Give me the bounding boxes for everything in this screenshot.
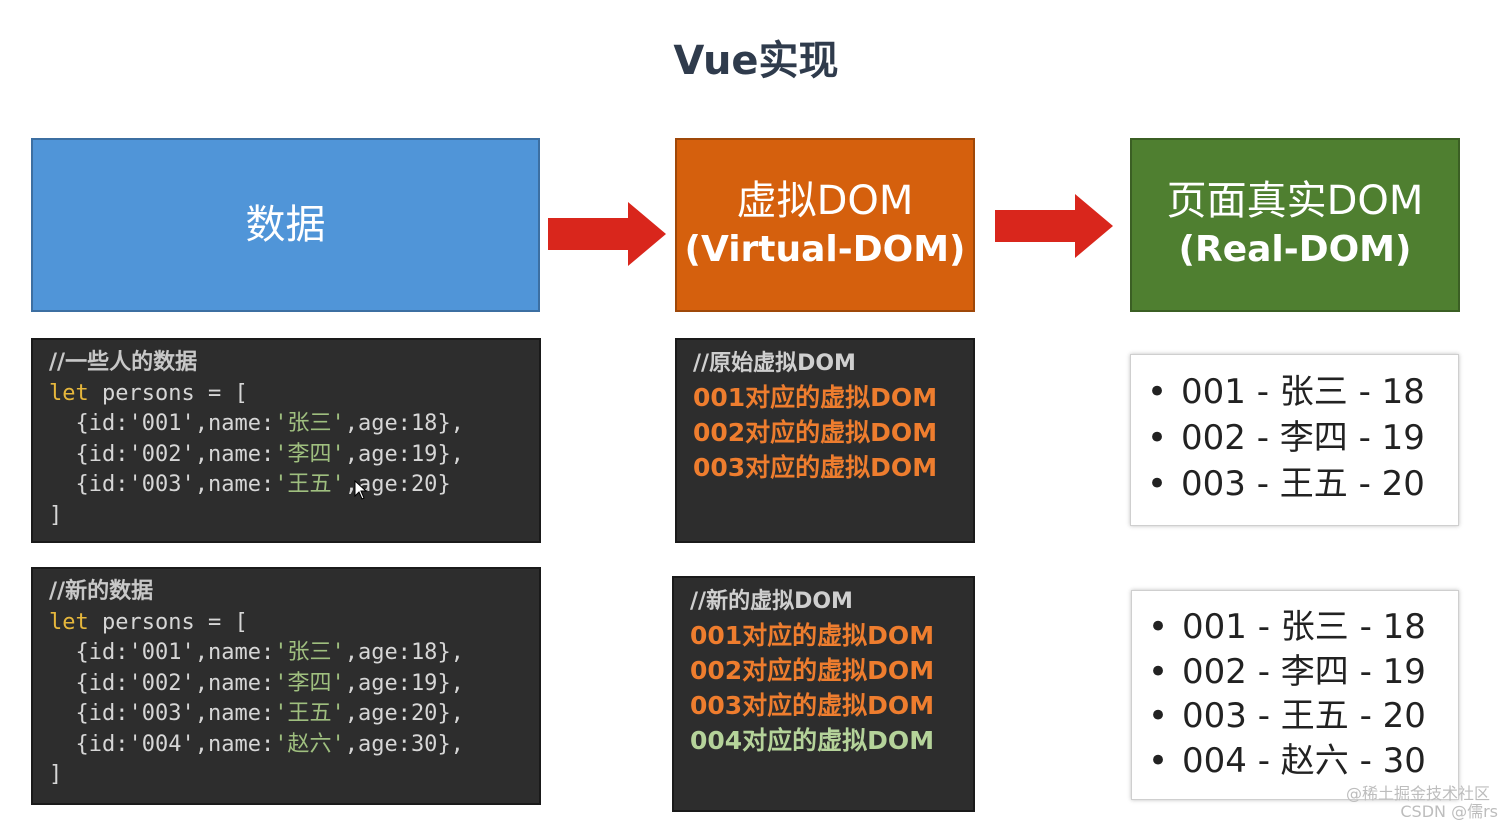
vdom-line: 001对应的虚拟DOM [690, 621, 935, 650]
code-name: '王五' [274, 701, 345, 726]
virtual-dom-box-sublabel: (Virtual-DOM) [684, 229, 966, 270]
data-box-label: 数据 [245, 202, 326, 248]
right-arrow-icon [995, 194, 1113, 258]
old-virtual-dom-panel: //原始虚拟DOM 001对应的虚拟DOM 002对应的虚拟DOM 003对应的… [675, 338, 975, 543]
code-id: '001' [128, 640, 195, 665]
vdom-line: 003对应的虚拟DOM [690, 691, 935, 720]
list-item: • 004 - 赵六 - 30 [1148, 739, 1458, 784]
bullet-icon: • [1148, 651, 1169, 692]
real-dom-box-sublabel: (Real-DOM) [1178, 229, 1412, 270]
list-item-text: 001 - 张三 - 18 [1181, 372, 1425, 412]
code-id: '003' [128, 472, 195, 497]
code-text: persons = [ [88, 609, 248, 635]
virtual-dom-box: 虚拟DOM (Virtual-DOM) [675, 138, 975, 312]
bullet-icon: • [1148, 607, 1169, 647]
code-id: '002' [128, 670, 195, 696]
code-comment: //新的数据 [49, 579, 154, 604]
code-age: 19 [410, 441, 438, 467]
vdom-line: 003对应的虚拟DOM [693, 453, 938, 482]
real-dom-box: 页面真实DOM (Real-DOM) [1130, 138, 1460, 312]
code-text: persons = [ [88, 380, 248, 406]
code-age: 18 [410, 411, 438, 436]
bullet-icon: • [1147, 464, 1168, 504]
list-item: • 002 - 李四 - 19 [1148, 650, 1458, 695]
code-name: '李四' [274, 670, 345, 696]
code-age: 18 [410, 640, 438, 665]
code-keyword: let [49, 380, 89, 406]
code-line: let persons = [ [49, 608, 539, 639]
mouse-cursor-icon [354, 480, 368, 500]
code-line: let persons = [ [49, 379, 539, 410]
list-item-text: 002 - 李四 - 19 [1181, 418, 1425, 458]
list-item-text: 003 - 王五 - 20 [1181, 464, 1425, 504]
code-age: 20 [410, 701, 438, 726]
code-row: {id:'003',name:'王五',age:20}, [49, 701, 464, 726]
bullet-icon: • [1147, 372, 1168, 412]
code-row: {id:'004',name:'赵六',age:30}, [49, 731, 464, 757]
list-item-text: 002 - 李四 - 19 [1182, 651, 1426, 692]
code-row: {id:'001',name:'张三',age:18}, [49, 640, 464, 665]
list-item: • 003 - 王五 - 20 [1148, 694, 1458, 739]
code-row: {id:'002',name:'李四',age:19}, [49, 441, 464, 467]
code-comment: //一些人的数据 [49, 350, 198, 375]
bullet-icon: • [1148, 696, 1169, 736]
code-age: 30 [410, 731, 438, 757]
list-item-text: 004 - 赵六 - 30 [1182, 740, 1426, 781]
code-id: '002' [128, 441, 195, 467]
code-row: {id:'002',name:'李四',age:19}, [49, 670, 464, 696]
old-data-code: //一些人的数据 let persons = [ {id:'001',name:'… [31, 338, 541, 543]
old-real-dom-list: • 001 - 张三 - 18 • 002 - 李四 - 19 • 003 - 王五 … [1130, 354, 1459, 526]
data-box: 数据 [31, 138, 540, 312]
code-id: '003' [128, 701, 195, 726]
code-age: 19 [410, 670, 438, 696]
list-item: • 003 - 王五 - 20 [1147, 461, 1458, 507]
watermark-csdn: CSDN @儒rs [1400, 802, 1498, 821]
code-keyword: let [49, 609, 89, 635]
list-item-text: 003 - 王五 - 20 [1182, 696, 1426, 736]
page-title: Vue实现 [673, 38, 839, 84]
list-item: • 001 - 张三 - 18 [1147, 369, 1458, 415]
code-close: ] [49, 502, 63, 528]
code-name: '张三' [274, 640, 345, 665]
real-dom-box-label: 页面真实DOM [1166, 178, 1424, 224]
right-arrow-icon [548, 202, 666, 266]
code-name: '李四' [274, 441, 345, 467]
list-item: • 001 - 张三 - 18 [1148, 605, 1458, 650]
code-close: ] [49, 762, 63, 787]
code-name: '王五' [274, 472, 345, 497]
new-virtual-dom-panel: //新的虚拟DOM 001对应的虚拟DOM 002对应的虚拟DOM 003对应的… [672, 576, 975, 812]
code-row: {id:'001',name:'张三',age:18}, [49, 411, 464, 436]
vdom-line: 001对应的虚拟DOM [693, 383, 938, 412]
vdom-comment: //原始虚拟DOM [693, 351, 856, 376]
virtual-dom-box-label: 虚拟DOM [736, 178, 914, 224]
list-item: • 002 - 李四 - 19 [1147, 415, 1458, 461]
code-name: '张三' [274, 411, 345, 436]
code-name: '赵六' [274, 731, 345, 757]
bullet-icon: • [1147, 418, 1168, 458]
code-row: {id:'003',name:'王五',age:20} [49, 472, 451, 497]
new-data-code: //新的数据 let persons = [ {id:'001',name:'张三… [31, 567, 541, 805]
vdom-new-line: 004对应的虚拟DOM [690, 726, 935, 755]
watermark-juejin: @稀土掘金技术社区 [1345, 784, 1490, 803]
bullet-icon: • [1148, 740, 1169, 781]
list-item-text: 001 - 张三 - 18 [1182, 607, 1426, 647]
new-real-dom-list: • 001 - 张三 - 18 • 002 - 李四 - 19 • 003 - 王五 … [1131, 590, 1459, 800]
code-id: '001' [128, 411, 195, 436]
vdom-comment: //新的虚拟DOM [690, 589, 853, 614]
code-age: 20 [410, 472, 438, 497]
vdom-line: 002对应的虚拟DOM [690, 656, 935, 685]
code-id: '004' [128, 731, 195, 757]
vdom-line: 002对应的虚拟DOM [693, 418, 938, 447]
